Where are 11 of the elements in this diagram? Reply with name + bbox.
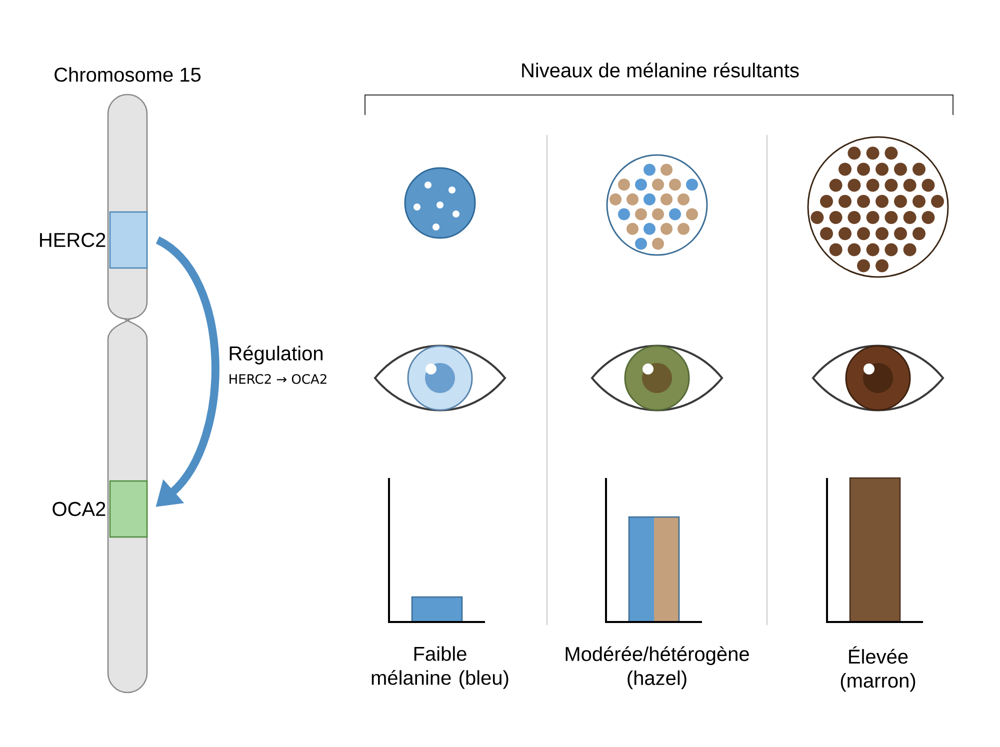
edge-label: Régulation — [230, 346, 322, 364]
node-label: Chromosome 15 — [54, 67, 201, 82]
node-label: HERC2 — [40, 232, 106, 248]
column-caption: Modérée/hétérogène (hazel) — [566, 646, 749, 690]
annotation: HERC2 → OCA2 — [230, 374, 326, 384]
node-label: OCA2 — [52, 502, 106, 516]
gene-band: HERC2 — [40, 211, 148, 269]
title: Niveaux de mélanine résultants — [522, 62, 799, 78]
column-caption: Élevée (marron) — [840, 646, 916, 692]
gene-band: OCA2 — [52, 480, 148, 538]
column-caption: Faible mélanine (bleu) — [372, 646, 508, 689]
